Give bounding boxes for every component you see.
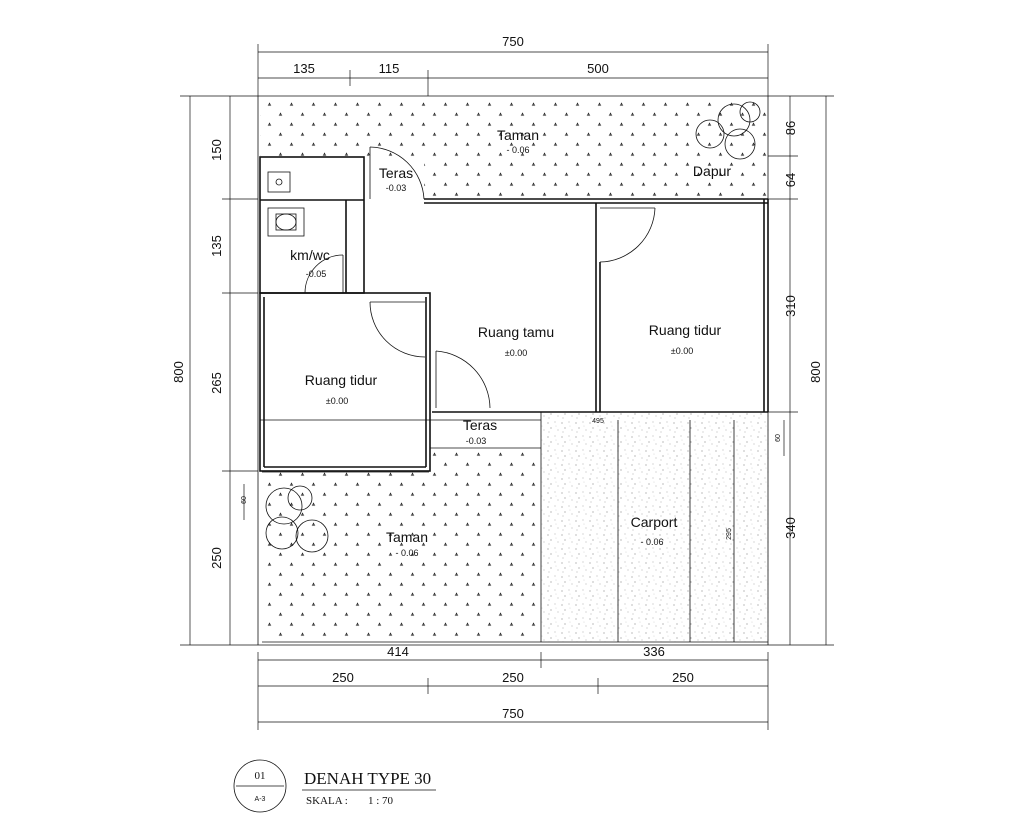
dim-top-total: 750 — [502, 34, 524, 49]
dim-bottom-inner-b: 336 — [643, 644, 665, 659]
dim-small-b: 60 — [775, 434, 782, 442]
room-taman-bottom: Taman — [386, 529, 428, 545]
room-taman-top: Taman — [497, 127, 539, 143]
level-carport: - 0.06 — [640, 537, 663, 547]
dim-small-c: 495 — [592, 418, 604, 425]
room-ruang-tamu: Ruang tamu — [478, 324, 554, 340]
tree-icon — [695, 101, 761, 160]
dim-bottom-total: 750 — [502, 706, 524, 721]
level-ruang-tamu: ±0.00 — [505, 348, 527, 358]
dim-left-b: 135 — [209, 235, 224, 257]
level-teras-bottom: -0.03 — [466, 436, 487, 446]
dim-bottom-inner-a: 414 — [387, 644, 409, 659]
scale-label: SKALA : — [306, 795, 348, 807]
dim-top-b: 115 — [379, 61, 400, 76]
dim-right-c: 310 — [783, 295, 798, 317]
tree-icon — [265, 485, 329, 553]
dim-bottom-b: 250 — [502, 670, 524, 685]
room-ruang-tidur-left: Ruang tidur — [305, 372, 378, 388]
carport-hatch — [541, 412, 770, 642]
level-taman-bottom: - 0.06 — [395, 548, 418, 558]
toilet-icon — [267, 207, 305, 237]
level-taman-top: - 0.06 — [506, 145, 529, 155]
title-sheet: A-3 — [255, 796, 266, 803]
room-dapur: Dapur — [693, 163, 731, 179]
dim-right-total: 800 — [808, 361, 823, 383]
dim-left-d: 250 — [209, 547, 224, 569]
sink-icon — [267, 171, 291, 193]
room-carport: Carport — [631, 514, 678, 530]
dimension-lines — [180, 44, 834, 730]
room-teras-bottom: Teras — [463, 417, 497, 433]
dim-small-a: 60 — [241, 496, 248, 504]
title-block — [233, 759, 436, 813]
dim-bottom-c: 250 — [672, 670, 694, 685]
level-ruang-tidur-right: ±0.00 — [671, 346, 693, 356]
room-ruang-tidur-right: Ruang tidur — [649, 322, 722, 338]
drawing-title: DENAH TYPE 30 — [304, 769, 431, 788]
dim-right-b: 64 — [783, 173, 798, 187]
dim-top-c: 500 — [587, 61, 609, 76]
garden-hatch-bottom — [262, 448, 541, 642]
walls — [257, 95, 769, 646]
dim-top-a: 135 — [293, 61, 315, 76]
dim-bottom-a: 250 — [332, 670, 354, 685]
title-number: 01 — [255, 770, 266, 782]
dim-left-total: 800 — [171, 361, 186, 383]
room-teras-top: Teras — [379, 165, 413, 181]
dim-small-d: 295 — [726, 528, 733, 540]
dim-right-d: 340 — [783, 517, 798, 539]
garden-hatch-top — [260, 98, 768, 202]
room-kmwc: km/wc — [290, 247, 330, 263]
dim-right-a: 86 — [783, 121, 798, 135]
door-swings — [304, 146, 656, 409]
dim-left-c: 265 — [209, 372, 224, 394]
level-ruang-tidur-left: ±0.00 — [326, 396, 348, 406]
scale-value: 1 : 70 — [368, 795, 394, 807]
dim-left-a: 150 — [209, 139, 224, 161]
level-teras-top: -0.03 — [386, 183, 407, 193]
level-kmwc: -0.05 — [306, 269, 327, 279]
